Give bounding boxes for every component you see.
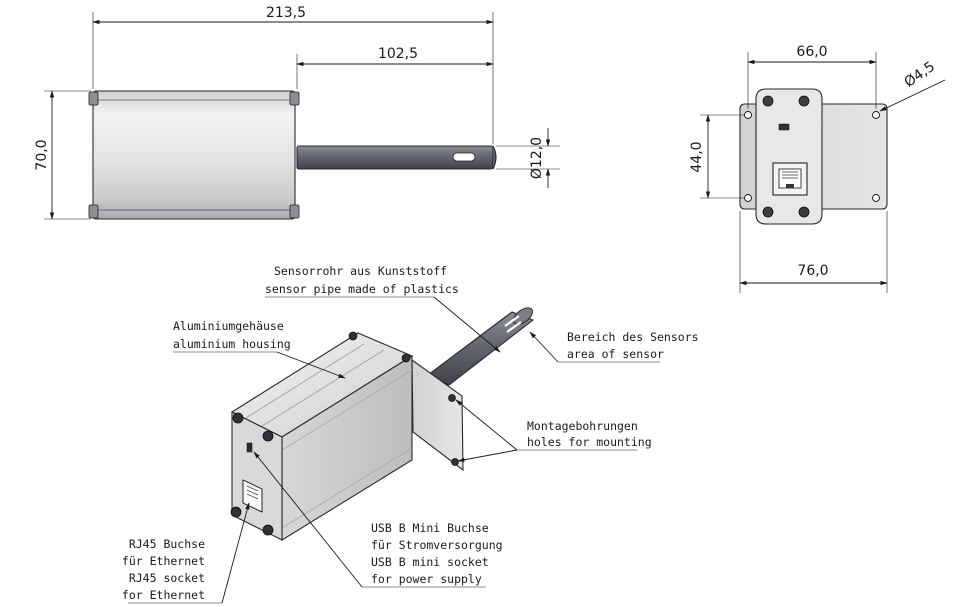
callout-sensor-area-de: Bereich des Sensors xyxy=(567,330,699,344)
dim-plate-width-top: 66,0 xyxy=(796,44,827,60)
callout-sensor-area-en: area of sensor xyxy=(567,347,664,361)
dim-height: 70,0 xyxy=(34,139,50,170)
callout-housing-en: aluminium housing xyxy=(173,337,291,351)
sensor-slot xyxy=(452,152,476,162)
screw-icon xyxy=(262,524,274,536)
mounting-hole-icon xyxy=(872,194,880,202)
mounting-plate-iso xyxy=(411,358,464,472)
screw-icon xyxy=(798,95,810,107)
callout-housing-de: Aluminiumgehäuse xyxy=(173,319,284,333)
screw-icon xyxy=(230,506,242,518)
mounting-hole-icon xyxy=(744,111,752,119)
dim-pipe-diameter: Ø12,0 xyxy=(529,137,545,179)
screw-icon xyxy=(798,206,810,218)
callout-rj45-line3: RJ45 socket xyxy=(129,571,205,585)
callout-sensor-pipe-de: Sensorrohr aus Kunststoff xyxy=(274,264,447,278)
screw-icon xyxy=(289,204,300,219)
screw-icon xyxy=(262,430,274,442)
housing-front xyxy=(755,88,823,225)
screw-icon xyxy=(762,95,774,107)
callout-usb-line2: für Stromversorgung xyxy=(371,538,503,552)
side-view: 213,5 102,5 70,0 Ø12,0 xyxy=(34,5,560,220)
front-view: 66,0 Ø4,5 44,0 76,0 xyxy=(689,44,946,293)
screw-icon xyxy=(289,91,300,106)
dim-pipe-length: 102,5 xyxy=(378,46,418,62)
housing-front-iso xyxy=(231,411,283,541)
usb-port-icon xyxy=(246,442,253,453)
callout-rj45-line1: RJ45 Buchse xyxy=(129,537,205,551)
dim-plate-height: 44,0 xyxy=(689,141,705,172)
usb-port-icon xyxy=(778,123,790,131)
screw-icon xyxy=(762,206,774,218)
dim-total-length: 213,5 xyxy=(266,5,306,21)
callout-rj45-line2: für Ethernet xyxy=(122,554,205,568)
screw-icon xyxy=(232,412,244,424)
mounting-hole-icon xyxy=(744,194,752,202)
callout-usb-line3: USB B mini socket xyxy=(371,555,489,569)
dim-plate-width-bottom: 76,0 xyxy=(797,263,828,279)
callout-usb-line4: for power supply xyxy=(371,572,482,586)
screw-icon xyxy=(88,204,99,219)
housing-side xyxy=(92,90,296,220)
screw-icon xyxy=(401,353,411,363)
screw-icon xyxy=(348,331,358,341)
mounting-hole-icon xyxy=(872,111,880,119)
isometric-view xyxy=(230,307,535,541)
callout-sensor-pipe-en: sensor pipe made of plastics xyxy=(265,282,459,296)
callout-mounting-holes-en: holes for mounting xyxy=(527,435,652,449)
callouts: Sensorrohr aus Kunststoff sensor pipe ma… xyxy=(122,264,699,604)
callout-mounting-holes-de: Montagebohrungen xyxy=(527,419,638,433)
screw-icon xyxy=(88,91,99,106)
callout-usb-line1: USB B Mini Buchse xyxy=(371,521,489,535)
callout-rj45-line4: for Ethernet xyxy=(122,588,205,602)
